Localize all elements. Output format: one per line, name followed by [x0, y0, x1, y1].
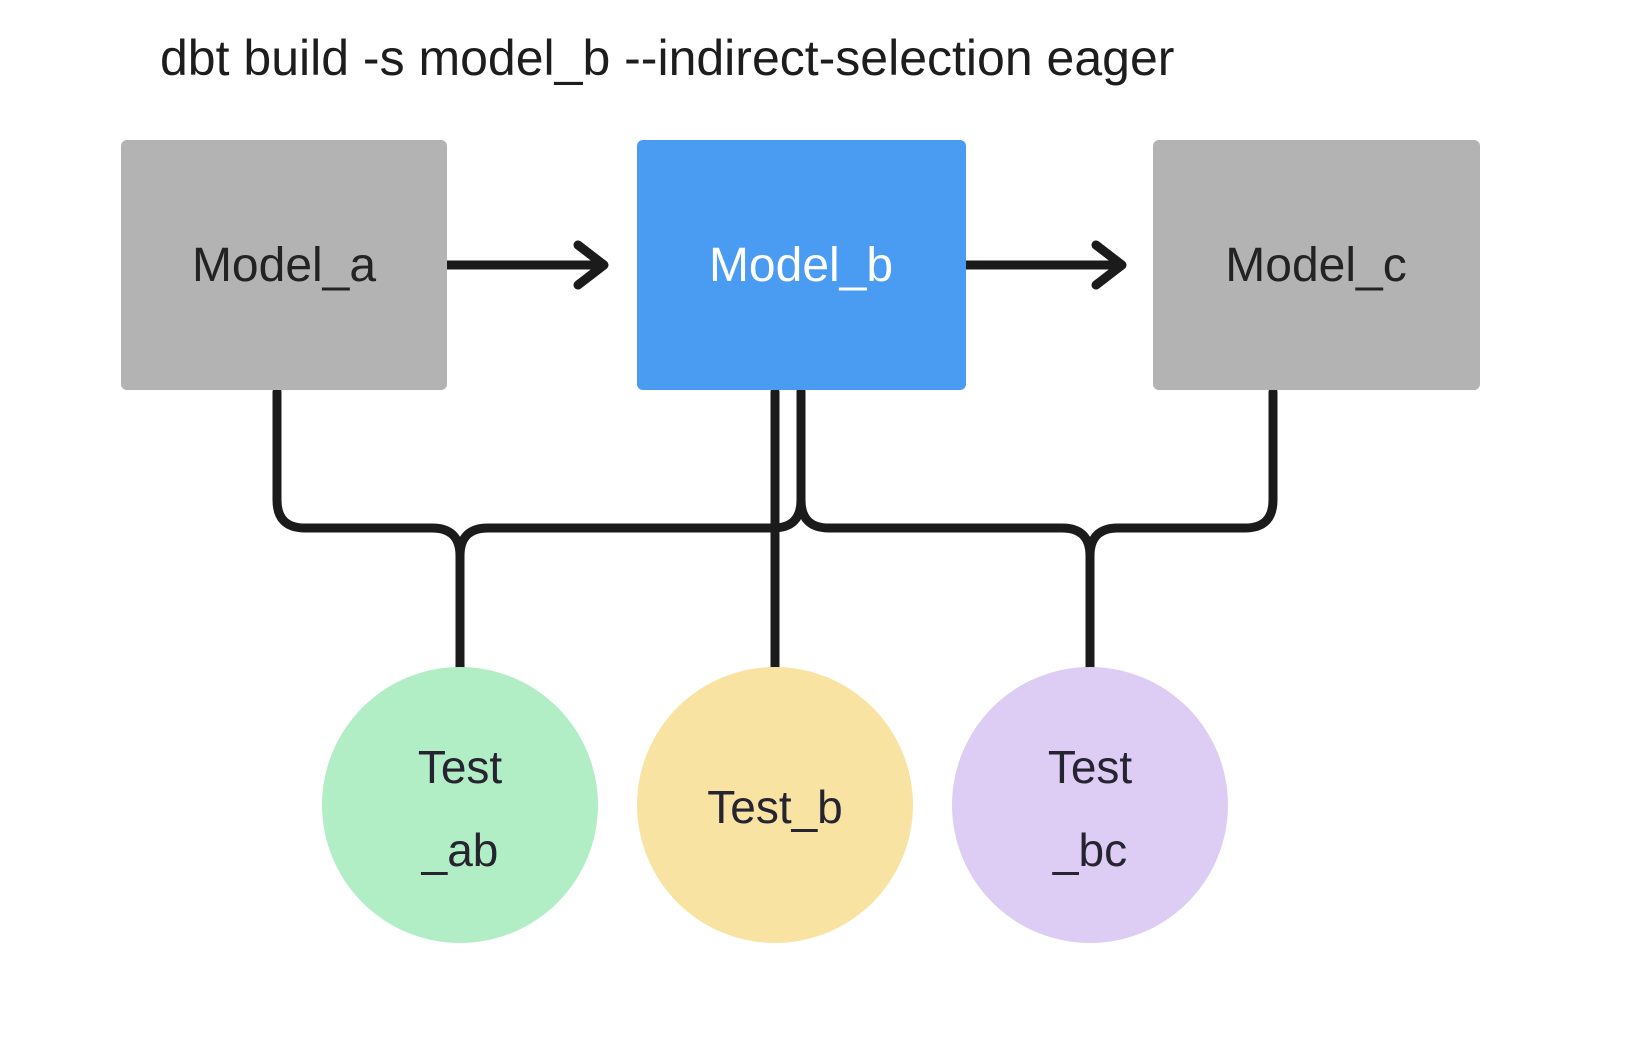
model-node-model-b[interactable]: Model_b: [637, 140, 966, 390]
model-a-label: Model_a: [192, 239, 376, 292]
test-node-test-b[interactable]: Test_b: [637, 667, 913, 943]
model-a-shape[interactable]: [121, 140, 447, 390]
edge-model-b-to-test-bc: [796, 387, 1118, 721]
test-node-test-bc[interactable]: Test _bc: [952, 667, 1228, 943]
test-b-shape[interactable]: [637, 667, 913, 943]
test-bc-shape[interactable]: [952, 667, 1228, 943]
test-bc-label-line-2: _bc: [1052, 824, 1127, 876]
model-c-shape[interactable]: [1153, 140, 1480, 390]
model-b-shape[interactable]: [637, 140, 966, 390]
edge-line: [796, 387, 1095, 715]
edge-line: [1085, 387, 1278, 715]
edge-line: [272, 387, 465, 715]
model-c-label: Model_c: [1225, 239, 1406, 292]
edge-model-b-to-test-ab: [455, 387, 806, 715]
test-node-test-ab[interactable]: Test _ab: [322, 667, 598, 943]
edge-line: [455, 387, 806, 715]
model-b-label: Model_b: [709, 239, 893, 292]
test-ab-label-line-2: _ab: [421, 824, 499, 876]
test-bc-label-line-1: Test: [1048, 741, 1133, 793]
edge-model-a-to-model-b: [425, 240, 609, 290]
test-b-label-line-1: Test_b: [707, 781, 843, 833]
model-node-model-c[interactable]: Model_c: [1153, 140, 1480, 390]
test-ab-label-line-1: Test: [418, 741, 503, 793]
arrow-head-icon: [573, 240, 609, 290]
edge-model-b-to-model-c: [945, 240, 1127, 290]
arrow-head-icon: [1091, 240, 1127, 290]
edge-model-c-to-test-bc: [1085, 387, 1278, 715]
diagram-title: dbt build -s model_b --indirect-selectio…: [160, 30, 1174, 86]
test-ab-shape[interactable]: [322, 667, 598, 943]
model-node-model-a[interactable]: Model_a: [121, 140, 447, 390]
